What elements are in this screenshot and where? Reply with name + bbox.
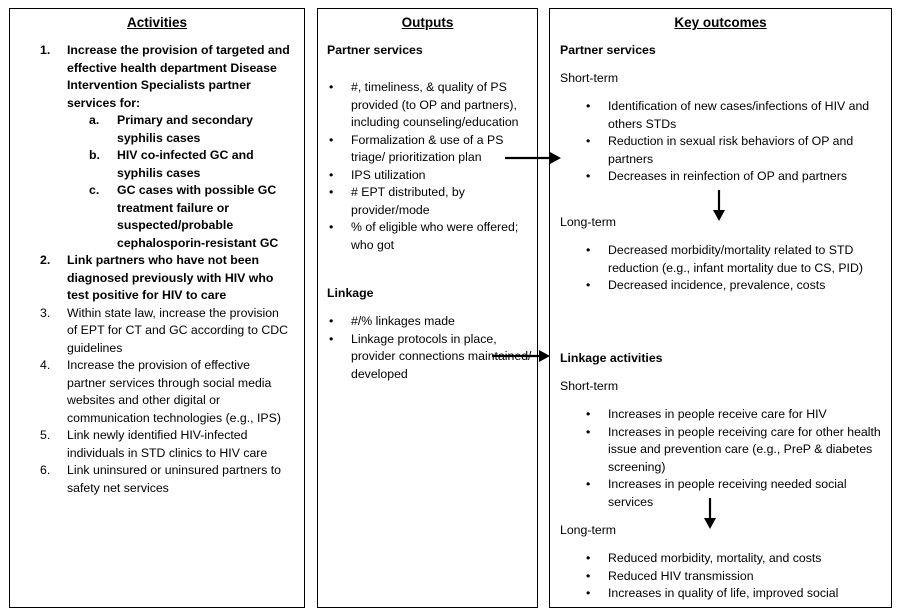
activity-number: 2.: [40, 253, 51, 267]
outcomes-linkage-short-item: Increases in people receiving care for o…: [584, 424, 884, 477]
outputs-linkage-list: #/% linkages madeLinkage protocols in pl…: [327, 313, 532, 383]
outcomes-linkage-long-list: Reduced morbidity, mortality, and costsR…: [584, 550, 884, 603]
outcomes-linkage-short-label: Short-term: [560, 379, 619, 393]
activity-number: 6.: [40, 463, 51, 477]
activity-number: 5.: [40, 428, 51, 442]
activity-subitem: a. Primary and secondary syphilis cases: [89, 112, 292, 147]
activity-item: 6. Link uninsured or uninsured partners t…: [40, 462, 292, 497]
outputs-partner-item: IPS utilization: [327, 167, 532, 185]
activity-text: Increase the provision of targeted and e…: [67, 43, 290, 110]
outputs-linkage-list: #/% linkages madeLinkage protocols in pl…: [327, 313, 532, 383]
outcomes-partner-heading: Partner services: [560, 43, 656, 57]
arrow-outputs-to-partner-outcomes: [505, 152, 561, 164]
activity-text: Link newly identified HIV-infected indiv…: [67, 428, 268, 460]
outcomes-partner-long-list: Decreased morbidity/mortality related to…: [584, 242, 884, 295]
outcomes-linkage-long-item: Increases in quality of life, improved s…: [584, 585, 884, 603]
activity-number: 1.: [40, 43, 51, 57]
activity-subitem: c. GC cases with possible GC treatment fa…: [89, 182, 292, 252]
outcomes-linkage-heading: Linkage activities: [560, 351, 663, 365]
activity-sub-letter: c.: [89, 183, 100, 197]
outcomes-partner-short-label: Short-term: [560, 71, 619, 85]
outcomes-partner-short-list: Identification of new cases/infections o…: [584, 98, 884, 186]
activity-text: Link uninsured or uninsured partners to …: [67, 463, 281, 495]
outcomes-linkage-short-item: Increases in people receive care for HIV: [584, 406, 884, 424]
outcomes-linkage-short-list: Increases in people receive care for HIV…: [584, 406, 884, 511]
activity-sub-text: Primary and secondary syphilis cases: [117, 113, 254, 145]
activity-sub-letter: b.: [89, 148, 100, 162]
activity-number: 4.: [40, 358, 51, 372]
activity-item: 2. Link partners who have not been diagno…: [40, 252, 292, 305]
outcomes-partner-long-list: Decreased morbidity/mortality related to…: [584, 242, 884, 295]
outcomes-linkage-long-item: Reduced HIV transmission: [584, 568, 884, 586]
activity-item: 5. Link newly identified HIV-infected ind…: [40, 427, 292, 462]
activities-title: Activities: [126, 15, 188, 30]
outputs-partner-item: #, timeliness, & quality of PS provided …: [327, 79, 532, 132]
outcomes-linkage-long-list: Reduced morbidity, mortality, and costsR…: [584, 550, 884, 603]
outcomes-linkage-long-label: Long-term: [560, 523, 617, 537]
outcomes-partner-short-item: Decreases in reinfection of OP and partn…: [584, 168, 884, 186]
activity-subitem: b. HIV co-infected GC and syphilis cases: [89, 147, 292, 182]
activities-ordered-list: 1. Increase the provision of targeted and…: [40, 42, 292, 497]
activities-list: 1. Increase the provision of targeted and…: [40, 42, 292, 497]
outputs-partner-item: # EPT distributed, by provider/mode: [327, 184, 532, 219]
arrow-outputs-to-linkage-outcomes: [492, 350, 550, 362]
outcomes-linkage-short-list: Increases in people receive care for HIV…: [584, 406, 884, 511]
activity-text: Increase the provision of effective part…: [67, 358, 281, 425]
outcomes-partner-short-item: Identification of new cases/infections o…: [584, 98, 884, 133]
outcomes-box: Key outcomes Partner services Short-term…: [549, 8, 892, 608]
activity-number: 3.: [40, 305, 51, 320]
outcomes-partner-long-item: Decreased morbidity/mortality related to…: [584, 242, 884, 277]
outcomes-title: Key outcomes: [674, 15, 767, 30]
activity-item: 1. Increase the provision of targeted and…: [40, 42, 292, 252]
outcomes-partner-short-list: Identification of new cases/infections o…: [584, 98, 884, 186]
activity-item: 4. Increase the provision of effective pa…: [40, 357, 292, 427]
outputs-linkage-item: Linkage protocols in place, provider con…: [327, 331, 532, 384]
outcomes-linkage-short-item: Increases in people receiving needed soc…: [584, 476, 884, 511]
activity-text: Within state law, increase the provision…: [67, 305, 288, 355]
outputs-title: Outputs: [401, 15, 454, 30]
outcomes-partner-long-item: Decreased incidence, prevalence, costs: [584, 277, 884, 295]
arrow-linkage-short-to-long: [704, 498, 716, 529]
activity-sub-letter: a.: [89, 113, 100, 127]
outputs-partner-item: % of eligible who were offered; who got: [327, 219, 532, 254]
activity-text: Link partners who have not been diagnose…: [67, 253, 274, 302]
outputs-partner-heading: Partner services: [327, 43, 423, 57]
outcomes-partner-long-label: Long-term: [560, 215, 617, 229]
outputs-linkage-heading: Linkage: [327, 286, 374, 300]
outputs-partner-list: #, timeliness, & quality of PS provided …: [327, 79, 532, 254]
arrow-partner-short-to-long: [713, 190, 725, 221]
activities-box: Activities 1. Increase the provision of t…: [9, 8, 305, 608]
outcomes-linkage-long-item: Reduced morbidity, mortality, and costs: [584, 550, 884, 568]
outputs-partner-item: Formalization & use of a PS triage/ prio…: [327, 132, 532, 167]
activity-sub-text: GC cases with possible GC treatment fail…: [117, 183, 279, 250]
activity-item: 3. Within state law, increase the provisi…: [40, 305, 292, 358]
outputs-box: Outputs Partner services #, timeliness, …: [317, 8, 538, 608]
outputs-partner-list: #, timeliness, & quality of PS provided …: [327, 79, 532, 254]
activity-sub-text: HIV co-infected GC and syphilis cases: [117, 148, 254, 180]
outputs-linkage-item: #/% linkages made: [327, 313, 532, 331]
outcomes-partner-short-item: Reduction in sexual risk behaviors of OP…: [584, 133, 884, 168]
